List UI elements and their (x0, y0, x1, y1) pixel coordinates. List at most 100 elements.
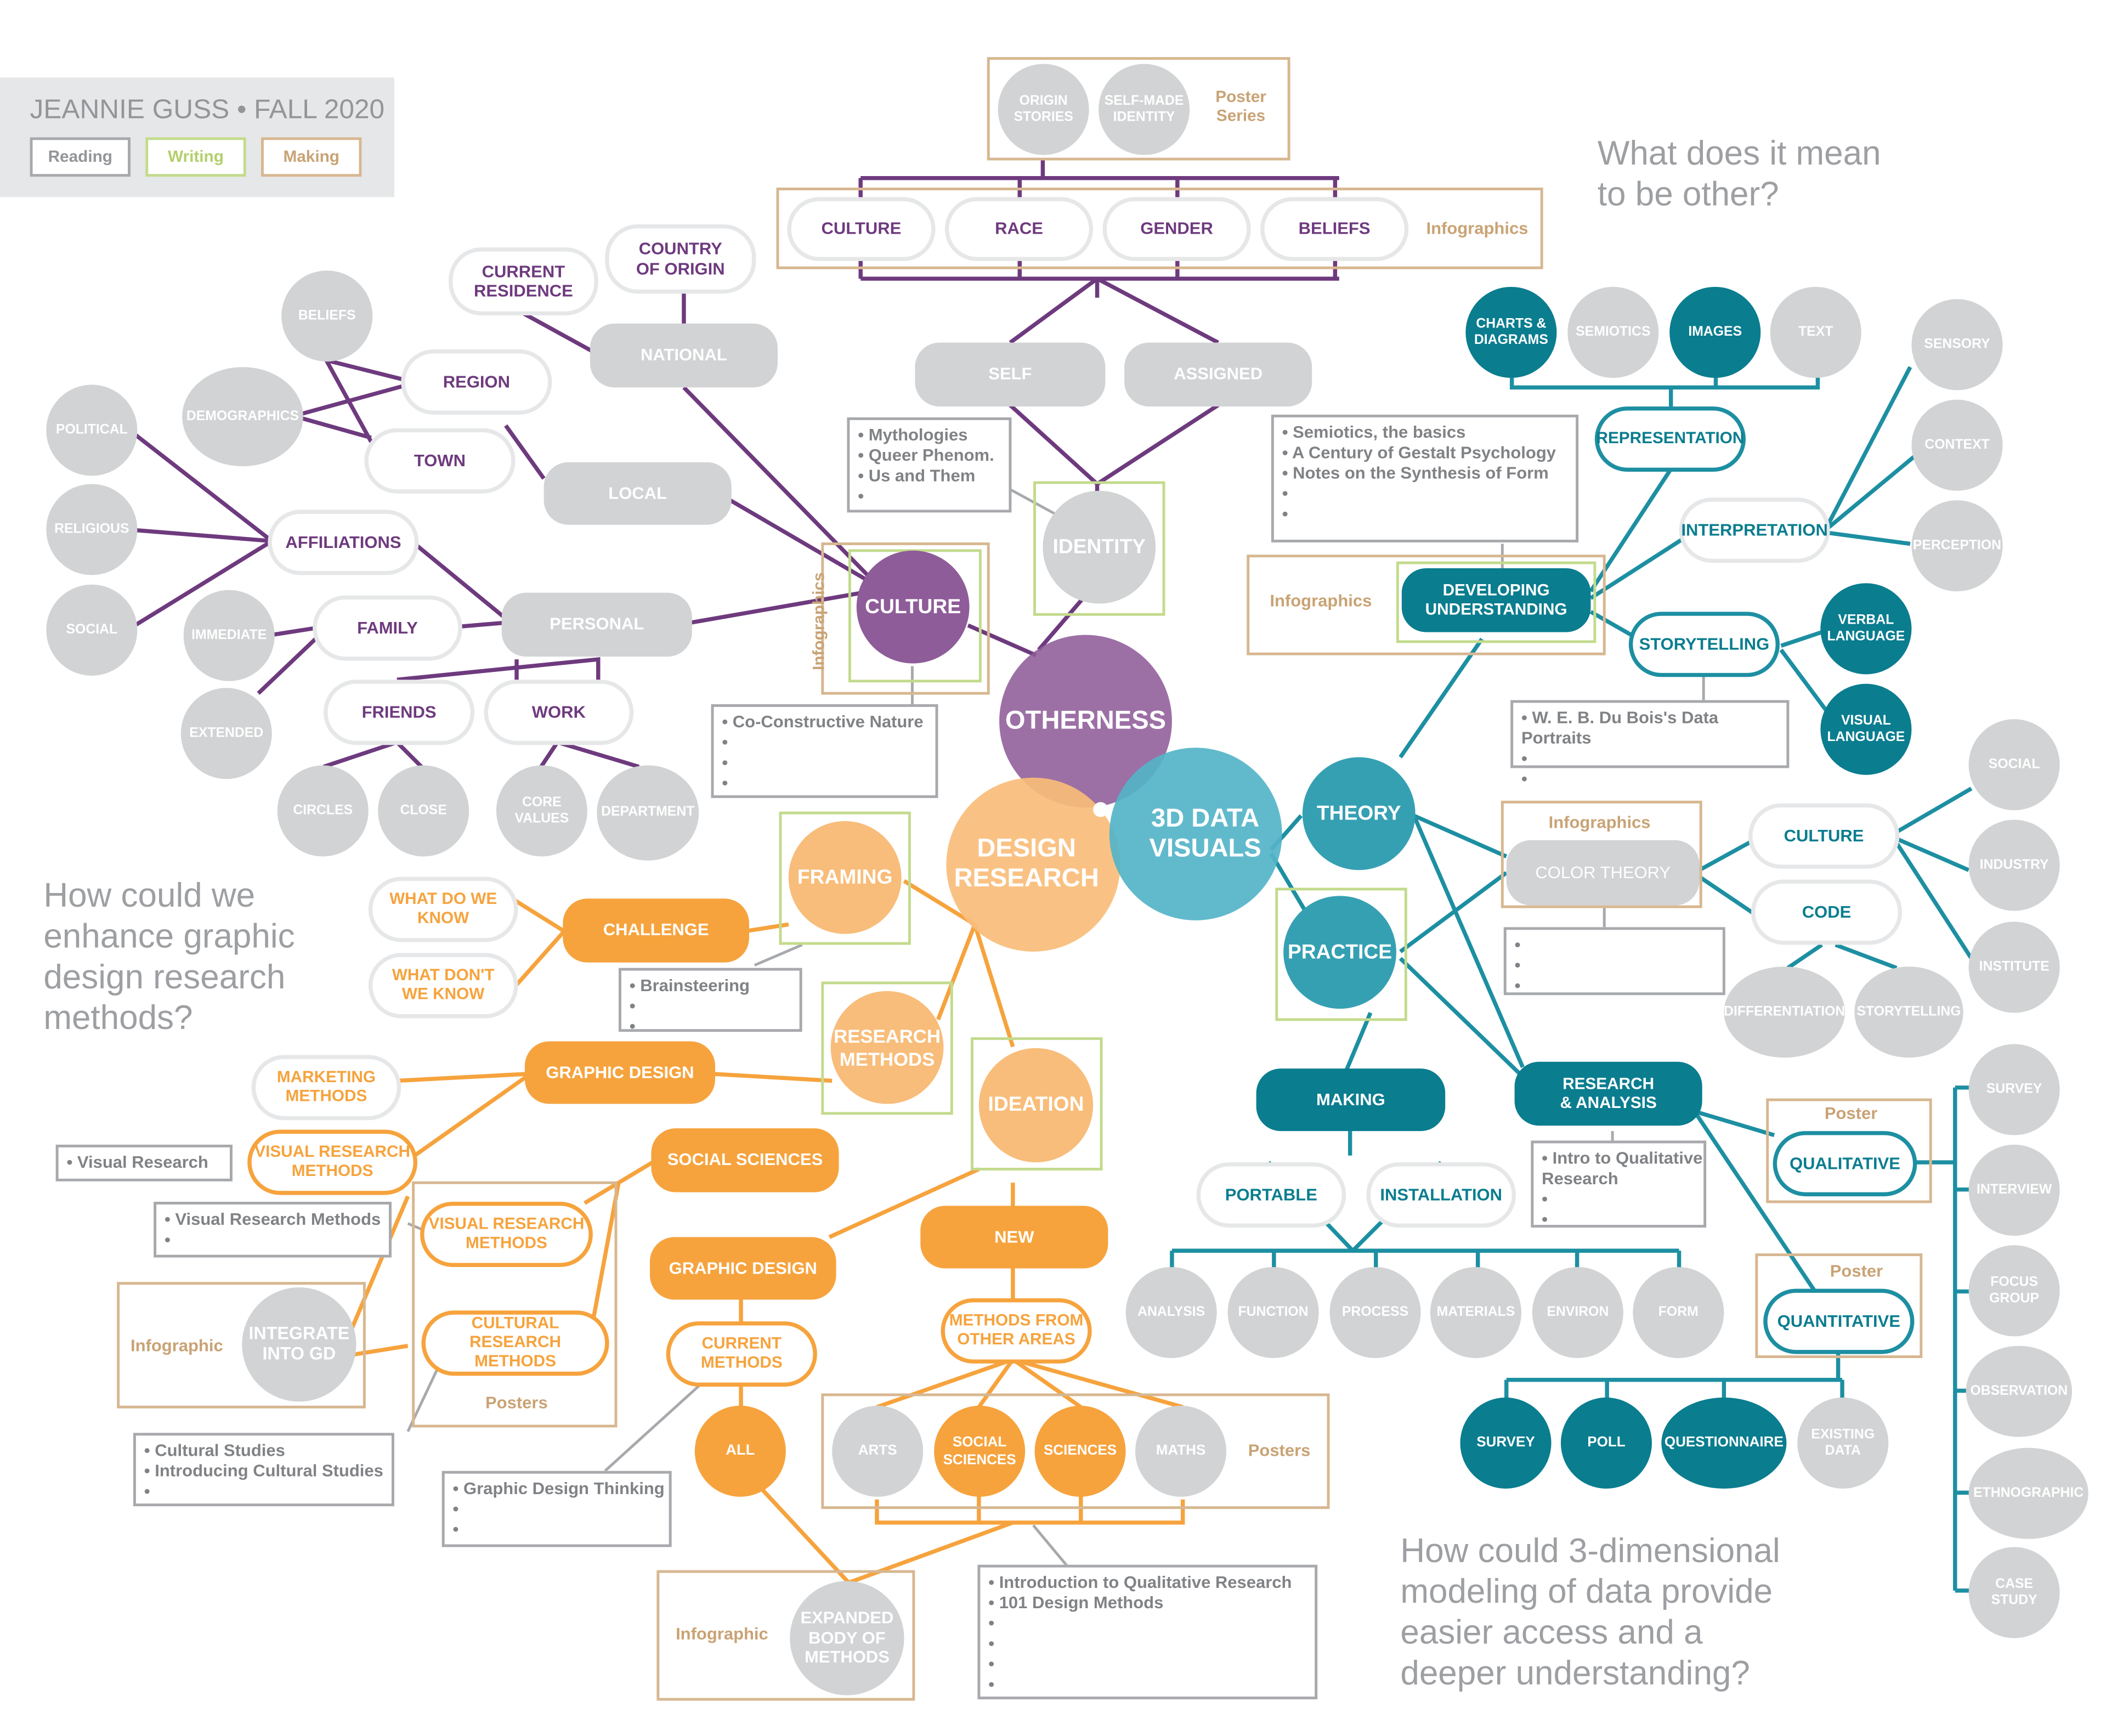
race-node[interactable]: RACE (944, 197, 1094, 261)
new-node[interactable]: NEW (920, 1206, 1108, 1269)
culture-top-node[interactable]: CULTURE (787, 197, 936, 261)
extended-node[interactable]: EXTENDED (180, 688, 272, 779)
text-node[interactable]: TEXT (1770, 286, 1861, 378)
challenge-node[interactable]: CHALLENGE (563, 898, 749, 963)
environ-node[interactable]: ENVIRON (1532, 1266, 1623, 1359)
observation-node[interactable]: OBSERVATION (1966, 1345, 2072, 1437)
gender-node[interactable]: GENDER (1102, 197, 1251, 261)
visual-language-node[interactable]: VISUAL LANGUAGE (1820, 683, 1912, 775)
design-research-circle[interactable]: DESIGN RESEARCH (946, 777, 1120, 952)
framing-node[interactable]: FRAMING (788, 821, 902, 934)
culture-hub-node[interactable]: CULTURE (856, 550, 970, 664)
town-node[interactable]: TOWN (364, 428, 516, 494)
friends-node[interactable]: FRIENDS (324, 680, 475, 745)
graphic-design-2-node[interactable]: GRAPHIC DESIGN (649, 1237, 836, 1300)
what-do-we-know-node[interactable]: WHAT DO WE KNOW (368, 877, 518, 942)
all-node[interactable]: ALL (694, 1405, 786, 1497)
focus-group-node[interactable]: FOCUS GROUP (1968, 1245, 2060, 1337)
beliefs-left-node[interactable]: BELIEFS (281, 270, 373, 362)
theory-node[interactable]: THEORY (1302, 757, 1416, 870)
sciences-node[interactable]: SCIENCES (1034, 1405, 1126, 1497)
self-made-identity-node[interactable]: SELF-MADE IDENTITY (1099, 64, 1190, 155)
poll-node[interactable]: POLL (1560, 1397, 1652, 1489)
country-of-origin-node[interactable]: COUNTRY OF ORIGIN (605, 224, 756, 294)
political-node[interactable]: POLITICAL (46, 384, 138, 476)
national-node[interactable]: NATIONAL (590, 323, 778, 388)
institute-node[interactable]: INSTITUTE (1968, 921, 2060, 1013)
social-left-node[interactable]: SOCIAL (46, 584, 138, 676)
ethnographic-node[interactable]: ETHNOGRAPHIC (1968, 1447, 2088, 1539)
research-methods-node[interactable]: RESEARCH METHODS (830, 991, 944, 1104)
culture-right-node[interactable]: CULTURE (1748, 803, 1900, 869)
graphic-design-1-node[interactable]: GRAPHIC DESIGN (524, 1041, 715, 1104)
what-dont-we-know-node[interactable]: WHAT DON'T WE KNOW (368, 953, 518, 1019)
region-node[interactable]: REGION (401, 349, 552, 415)
personal-node[interactable]: PERSONAL (501, 592, 692, 657)
making-node[interactable]: MAKING (1256, 1068, 1446, 1132)
developing-understanding-node[interactable]: DEVELOPING UNDERSTANDING (1401, 568, 1591, 632)
identity-node[interactable]: IDENTITY (1043, 490, 1156, 604)
analysis-node[interactable]: ANALYSIS (1125, 1266, 1217, 1359)
beliefs-top-node[interactable]: BELIEFS (1260, 197, 1409, 261)
visual-research-methods-1-node[interactable]: VISUAL RESEARCH METHODS (247, 1129, 418, 1195)
sensory-node[interactable]: SENSORY (1911, 299, 2003, 391)
survey-grey-node[interactable]: SURVEY (1968, 1044, 2060, 1135)
images-node[interactable]: IMAGES (1669, 286, 1761, 378)
installation-node[interactable]: INSTALLATION (1366, 1162, 1516, 1228)
current-residence-node[interactable]: CURRENT RESIDENCE (449, 247, 598, 316)
social-right-node[interactable]: SOCIAL (1968, 719, 2060, 811)
charts-diagrams-node[interactable]: CHARTS & DIAGRAMS (1465, 286, 1557, 378)
function-node[interactable]: FUNCTION (1227, 1266, 1319, 1359)
cultural-research-methods-node[interactable]: CULTURAL RESEARCH METHODS (421, 1310, 609, 1376)
representation-node[interactable]: REPRESENTATION (1594, 406, 1746, 472)
storytelling-grey-node[interactable]: STORYTELLING (1854, 966, 1963, 1058)
differentiation-node[interactable]: DIFFERENTIATION (1724, 966, 1845, 1058)
color-theory-node[interactable]: COLOR THEORY (1506, 840, 1700, 906)
social-sciences-hub-node[interactable]: SOCIAL SCIENCES (651, 1128, 839, 1192)
practice-node[interactable]: PRACTICE (1283, 896, 1396, 1009)
portable-node[interactable]: PORTABLE (1196, 1162, 1346, 1228)
industry-node[interactable]: INDUSTRY (1968, 819, 2060, 911)
religious-node[interactable]: RELIGIOUS (46, 484, 138, 575)
existing-data-node[interactable]: EXISTING DATA (1797, 1397, 1889, 1489)
data-visuals-circle[interactable]: 3D DATA VISUALS (1109, 748, 1282, 920)
arts-node[interactable]: ARTS (832, 1405, 924, 1497)
close-node[interactable]: CLOSE (378, 765, 469, 857)
visual-research-methods-2-node[interactable]: VISUAL RESEARCH METHODS (420, 1201, 593, 1267)
process-node[interactable]: PROCESS (1329, 1266, 1421, 1359)
work-node[interactable]: WORK (484, 680, 634, 745)
assigned-node[interactable]: ASSIGNED (1124, 342, 1312, 407)
perception-node[interactable]: PERCEPTION (1911, 500, 2003, 592)
demographics-node[interactable]: DEMOGRAPHICS (182, 367, 303, 467)
qualitative-node[interactable]: QUALITATIVE (1773, 1131, 1917, 1197)
case-study-node[interactable]: CASE STUDY (1968, 1547, 2060, 1638)
self-node[interactable]: SELF (915, 342, 1106, 407)
interpretation-node[interactable]: INTERPRETATION (1679, 497, 1830, 563)
department-node[interactable]: DEPARTMENT (597, 765, 699, 861)
social-sciences-circle-node[interactable]: SOCIAL SCIENCES (934, 1405, 1026, 1497)
storytelling-teal-node[interactable]: STORYTELLING (1628, 612, 1780, 677)
marketing-methods-node[interactable]: MARKETING METHODS (251, 1055, 401, 1121)
code-node[interactable]: CODE (1751, 879, 1903, 945)
methods-from-other-areas-node[interactable]: METHODS FROM OTHER AREAS (941, 1298, 1092, 1364)
verbal-language-node[interactable]: VERBAL LANGUAGE (1820, 583, 1912, 675)
origin-stories-node[interactable]: ORIGIN STORIES (998, 64, 1089, 155)
interview-node[interactable]: INTERVIEW (1968, 1144, 2060, 1236)
ideation-node[interactable]: IDEATION (978, 1048, 1094, 1163)
maths-node[interactable]: MATHS (1135, 1405, 1227, 1497)
materials-node[interactable]: MATERIALS (1430, 1266, 1522, 1359)
current-methods-node[interactable]: CURRENT METHODS (666, 1321, 817, 1387)
form-node[interactable]: FORM (1633, 1266, 1724, 1359)
survey-teal-node[interactable]: SURVEY (1460, 1397, 1552, 1489)
research-analysis-node[interactable]: RESEARCH & ANALYSIS (1514, 1061, 1702, 1126)
questionnaire-node[interactable]: QUESTIONNAIRE (1661, 1397, 1787, 1489)
expanded-body-node[interactable]: EXPANDED BODY OF METHODS (790, 1581, 904, 1695)
local-node[interactable]: LOCAL (544, 462, 732, 525)
family-node[interactable]: FAMILY (313, 595, 462, 661)
quantitative-node[interactable]: QUANTITATIVE (1763, 1288, 1915, 1354)
context-node[interactable]: CONTEXT (1911, 399, 2003, 491)
circles-node[interactable]: CIRCLES (277, 765, 369, 857)
immediate-node[interactable]: IMMEDIATE (183, 590, 275, 681)
core-values-node[interactable]: CORE VALUES (496, 765, 587, 857)
affiliations-node[interactable]: AFFILIATIONS (268, 510, 419, 575)
